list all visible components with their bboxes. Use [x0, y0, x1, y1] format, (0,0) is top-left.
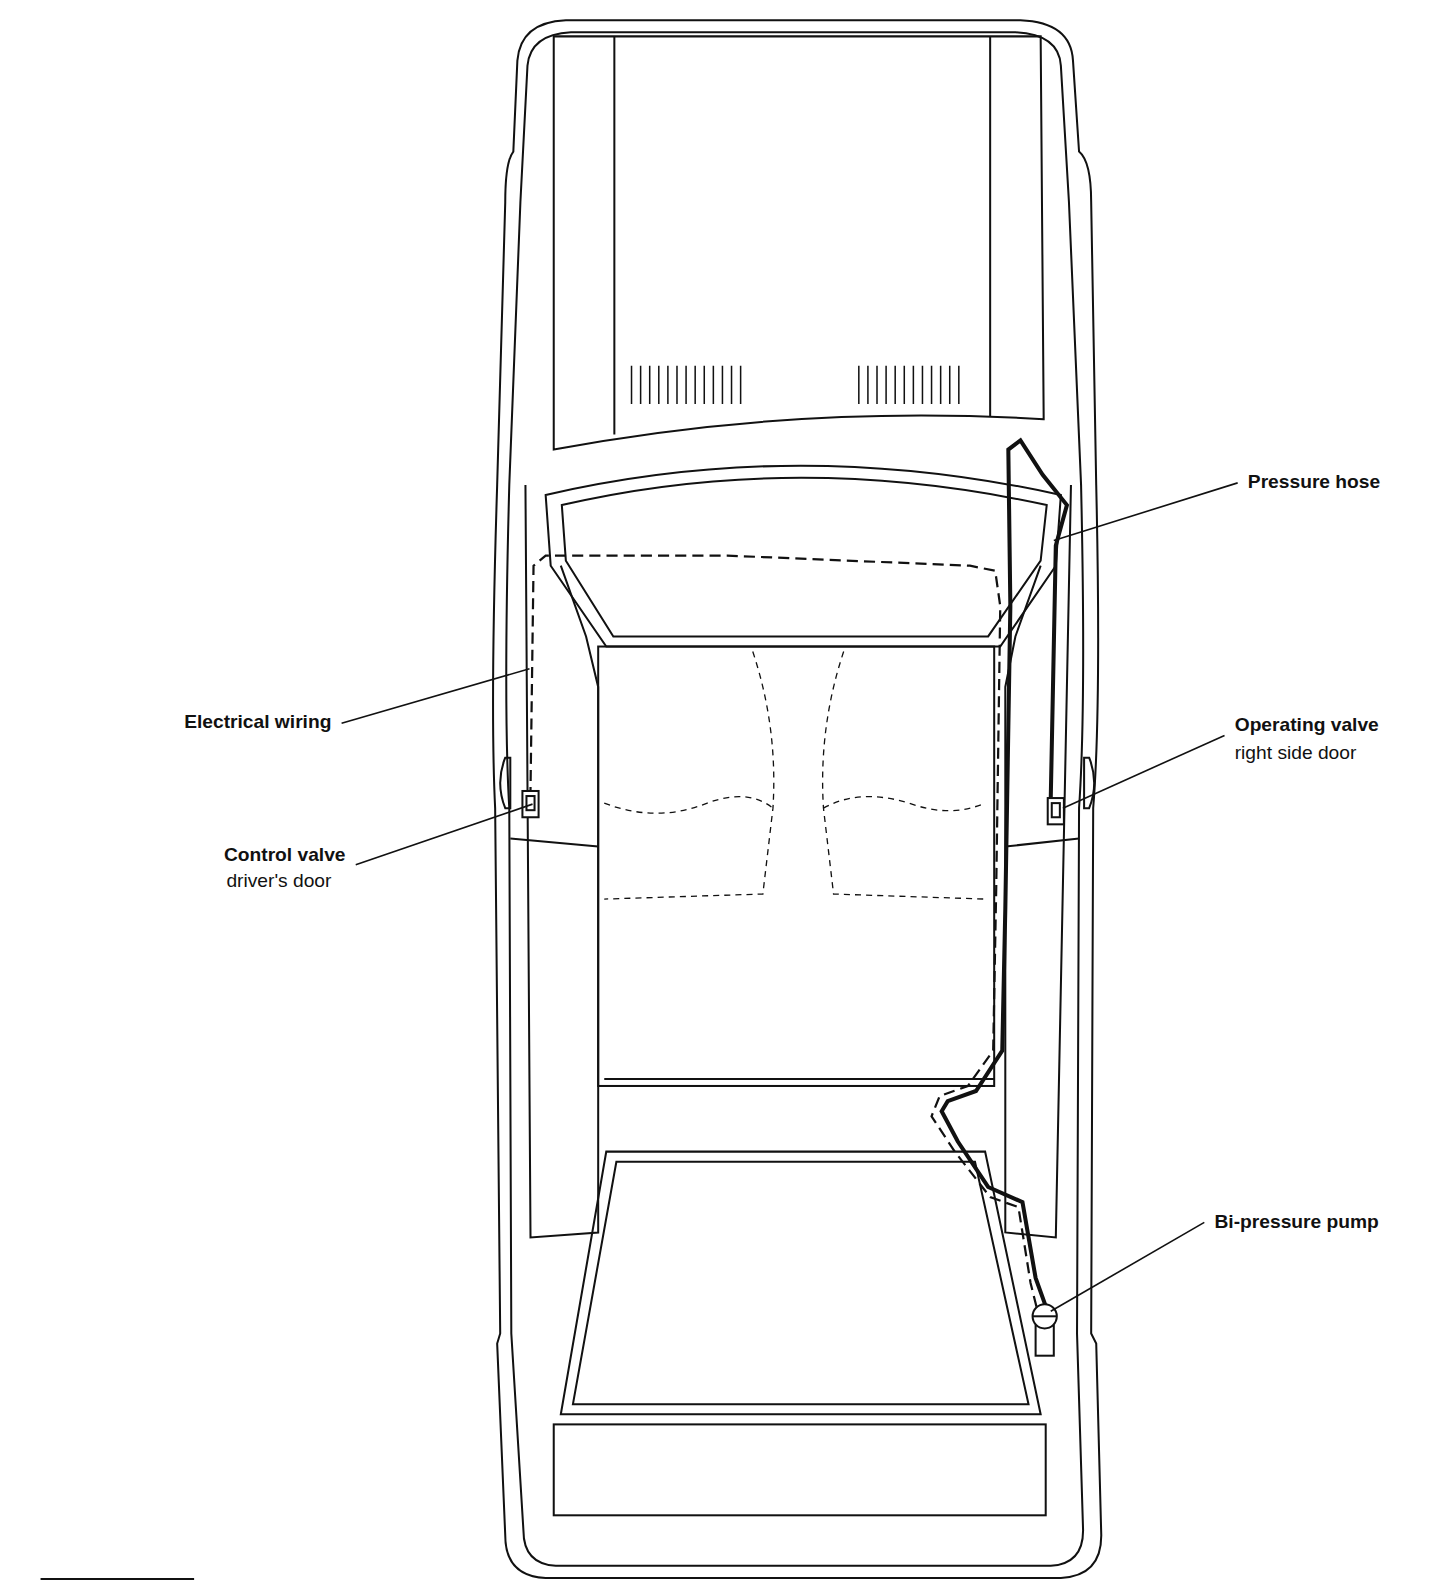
- car-body: [562, 478, 1047, 637]
- car-body: [1005, 485, 1071, 1238]
- electrical-wiring-route: [531, 556, 1041, 1324]
- car-body: [573, 1162, 1029, 1404]
- car-body: [506, 32, 1083, 1565]
- part-name: Electrical wiring: [182, 711, 333, 733]
- car-body: [554, 1424, 1046, 1515]
- seat-outline: [823, 652, 985, 900]
- car-body: [546, 466, 1061, 647]
- pressure-hose-route: [942, 440, 1067, 1306]
- valve-symbol: [1048, 798, 1064, 824]
- car-body: [500, 758, 510, 809]
- valve-symbol: [526, 796, 534, 810]
- car-body: [613, 36, 615, 434]
- seat-outline: [604, 652, 774, 900]
- part-name: Operating valve: [1233, 713, 1381, 735]
- car-body: [604, 1078, 994, 1080]
- leader-line: [342, 483, 1238, 1311]
- car-body: [1084, 758, 1094, 809]
- valve-symbol: [522, 791, 1063, 824]
- pump-symbol: [1033, 1304, 1057, 1328]
- car-body: [1005, 838, 1079, 846]
- leader-line: [342, 669, 530, 724]
- part-name: Pressure hose: [1246, 471, 1382, 493]
- electrical-wiring-route: [531, 556, 1041, 1324]
- leader-line: [356, 804, 533, 865]
- car-body: [493, 20, 1101, 1578]
- car-body: [598, 647, 994, 1086]
- valve-symbol: [1052, 803, 1060, 817]
- vent-grille: [632, 366, 959, 404]
- vent-grille: [859, 366, 959, 404]
- car-body: [561, 1152, 1041, 1415]
- vent-grille: [632, 366, 741, 404]
- part-note: right side door: [1233, 742, 1359, 764]
- pump-symbol: [1036, 1325, 1054, 1355]
- seat-outline: [604, 652, 985, 900]
- car-body: [510, 838, 598, 846]
- seat-outline: [823, 797, 985, 811]
- part-note: driver's door: [224, 870, 333, 892]
- pressure-hose-route: [942, 440, 1067, 1306]
- pump-symbol: [1033, 1304, 1057, 1356]
- leader-line: [1051, 1222, 1205, 1311]
- leader-line: [1063, 735, 1225, 808]
- car-body: [554, 36, 1044, 449]
- car-body: [525, 485, 598, 1238]
- leader-line: [1054, 483, 1238, 541]
- pump-symbol: [1033, 1315, 1057, 1317]
- rule-line: [41, 1578, 195, 1580]
- car-body: [493, 20, 1101, 1578]
- car-body: [989, 36, 991, 416]
- part-name: Bi-pressure pump: [1212, 1210, 1380, 1232]
- part-name: Control valve: [222, 844, 348, 866]
- seat-outline: [604, 797, 773, 814]
